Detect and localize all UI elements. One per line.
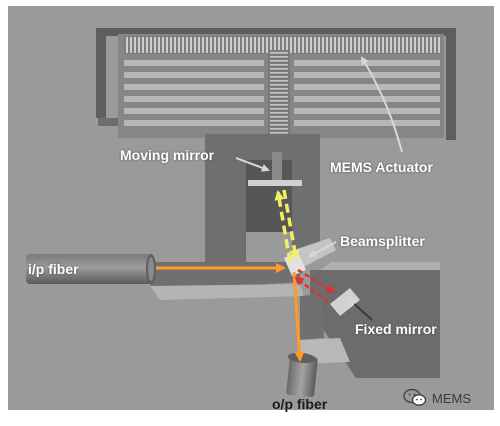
output-fiber-channel [300,294,324,340]
light-paths [156,189,336,362]
beamsplitter-label: Beamsplitter [340,233,425,249]
op-fiber-label: o/p fiber [272,396,328,412]
moving-mirror-stem [272,152,282,186]
moving-mirror-pointer [235,157,270,172]
fixed-mirror-beam-out [297,268,336,294]
fixed-mirror-beam-back [294,276,329,303]
annotation-arrows [235,56,403,321]
comb-teeth [126,37,440,53]
moving-mirror-beam-up [274,190,292,263]
input-channel-edge [150,284,304,300]
input-fiber-channel [150,262,300,286]
fixed-mirror-pointer [348,298,373,321]
wechat-icon [403,388,427,406]
output-beam [292,271,305,362]
fixed-mirror-ledge [320,262,440,270]
moving-mirror-label: Moving mirror [120,147,215,163]
moving-mirror-beam-down [282,189,300,260]
mems-actuator-label: MEMS Actuator [330,159,433,175]
moving-mirror [248,180,302,186]
fixed-mirror [330,288,360,316]
ip-fiber-label: i/p fiber [28,261,79,277]
watermark-text: MEMS [432,391,471,406]
output-fiber [286,352,318,398]
fixed-mirror-label: Fixed mirror [355,321,437,337]
mems-actuator-pointer [360,56,403,153]
input-fiber [26,254,156,284]
beamsplitter-pointer [308,241,337,257]
